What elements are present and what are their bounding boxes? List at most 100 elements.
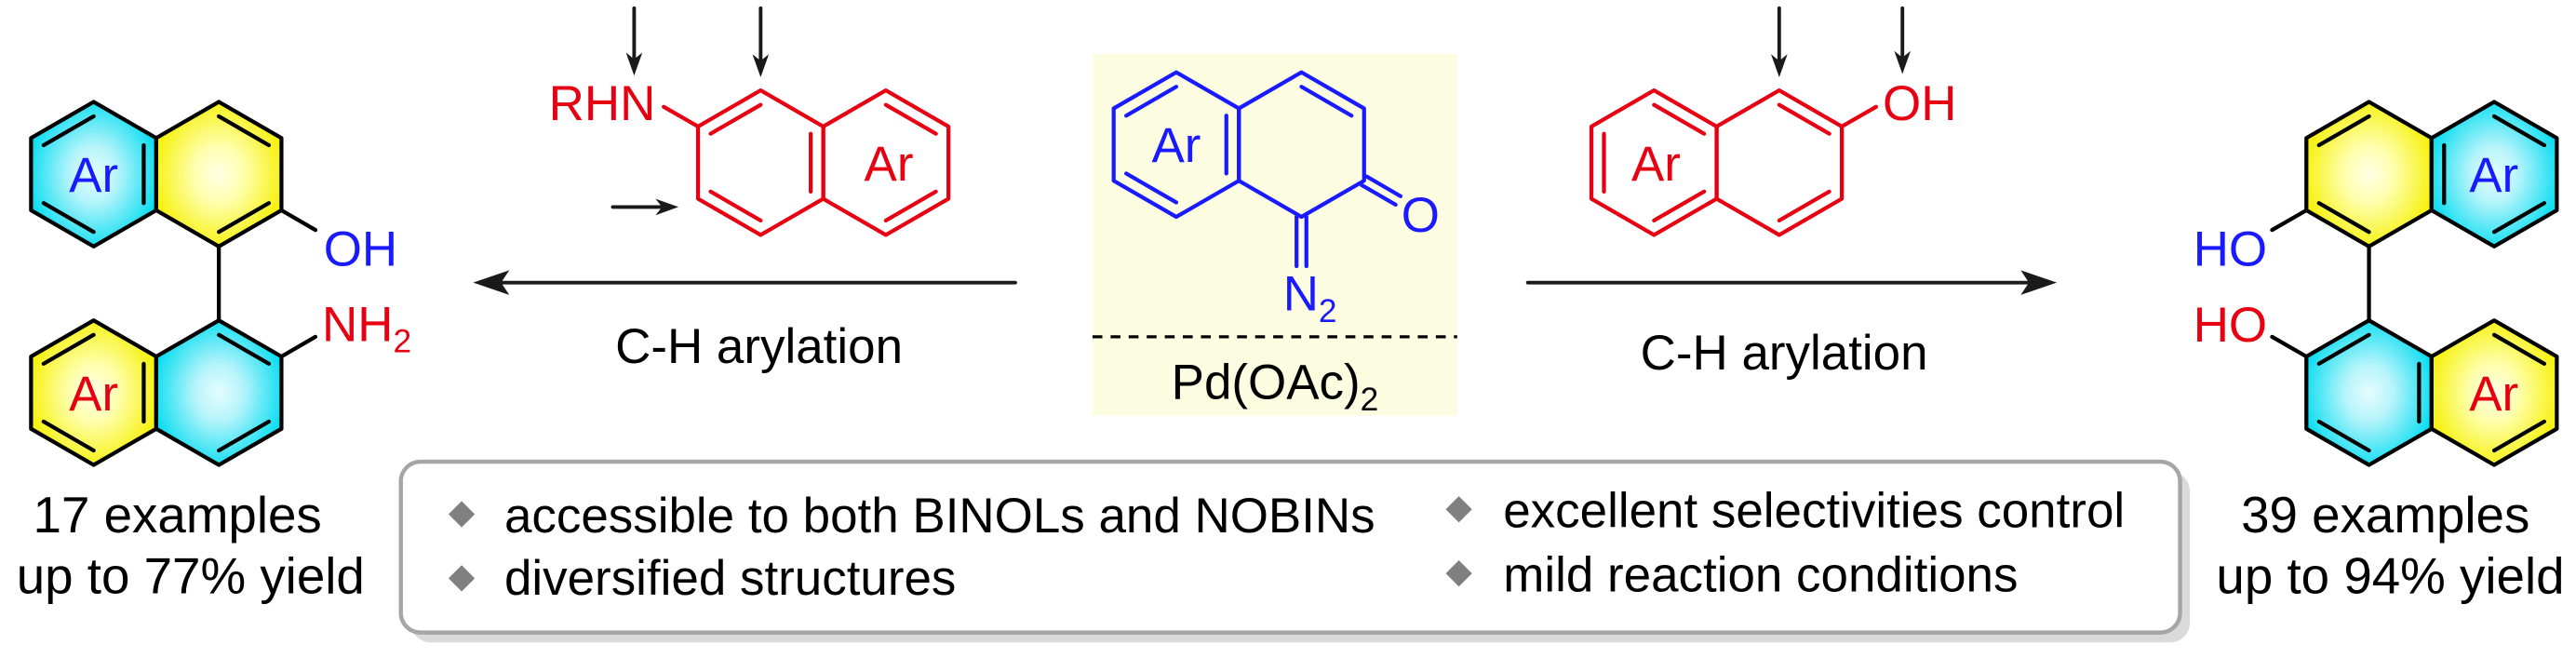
amine-label: RHN	[549, 76, 656, 131]
left-arrow-label: C-H arylation	[615, 319, 903, 374]
binol-upper-phenol-ring	[2304, 100, 2434, 248]
catalyst-panel-background	[1092, 54, 1457, 416]
ring-double-bond-line	[41, 332, 96, 366]
site-arrow-head	[1770, 54, 1788, 77]
nobin-amino-label: NH2	[322, 297, 411, 359]
diazo-n2-label: N2	[1283, 267, 1337, 329]
highlights-box: accessible to both BINOLs and NOBINs div…	[398, 459, 2191, 643]
ring-double-bond-line	[1124, 85, 1179, 118]
binol-lower-oh-bond	[2270, 334, 2309, 359]
diazo-subscript: 2	[1319, 293, 1337, 329]
nobin-lower-ar-label: Ar	[69, 367, 118, 422]
catalyst-subscript: 2	[1361, 382, 1379, 418]
amine-reagent-ar-label: Ar	[865, 137, 914, 192]
binol-examples-count: 39 examples	[2241, 486, 2529, 544]
ring-double-bond-line	[1652, 189, 1707, 223]
ring-double-bond-line	[217, 419, 272, 453]
ring-double-bond-line	[2316, 114, 2371, 148]
binol-lower-phenol-ring	[2304, 318, 2434, 467]
highlight-item: mild reaction conditions	[1503, 548, 2018, 603]
naphthol-ar-label: Ar	[1631, 137, 1681, 192]
binol-lower-ar-label: Ar	[2469, 367, 2518, 422]
nobin-product: Ar Ar OH NH2 17 examples up to 77% yield	[17, 100, 411, 604]
binol-yield: up to 94% yield	[2216, 546, 2564, 604]
amine-reagent: RHN Ar	[549, 6, 951, 237]
ring-double-bond-line	[1124, 171, 1179, 205]
diazo-ar-label: Ar	[1151, 118, 1201, 173]
carbonyl-bond-line	[1364, 174, 1403, 198]
ring-double-bond-line	[1777, 189, 1831, 223]
amine-n-bond	[662, 104, 701, 129]
catalyst-main: Pd(OAc)	[1172, 355, 1361, 410]
right-arrow-label: C-H arylation	[1641, 326, 1928, 381]
ring-double-bond-line	[217, 114, 272, 148]
naphthol-hydroxyl-label: OH	[1883, 76, 1956, 131]
ring-double-bond-line	[883, 102, 938, 136]
carbonyl-oxygen-label: O	[1402, 188, 1440, 243]
bullet-diamond-icon	[1445, 496, 1472, 523]
ring-double-bond-line	[2491, 419, 2547, 453]
site-arrow-head	[625, 52, 643, 76]
catalyst-label: Pd(OAc)2	[1172, 355, 1379, 417]
ring-double-bond-line	[2491, 114, 2547, 148]
nobin-hydroxyl-label: OH	[324, 222, 397, 276]
binol-upper-ar-label: Ar	[2469, 148, 2518, 203]
ring-double-bond-line	[2491, 201, 2547, 235]
ring-double-bond-line	[1777, 102, 1831, 136]
diazo-quinone-ring	[1237, 70, 1366, 220]
site-arrow-oh	[1894, 6, 1912, 74]
nobin-yield: up to 77% yield	[17, 546, 365, 604]
diazo-main: N	[1283, 267, 1319, 322]
diazo-reagent-panel: Ar O N2 Pd(OAc)2	[1092, 54, 1457, 418]
nobin-lower-aniline-ring	[154, 318, 284, 467]
site-arrow-head	[655, 198, 679, 216]
binol-upper-hydroxyl-label: HO	[2194, 222, 2267, 276]
site-arrow-c1	[1770, 6, 1788, 77]
nobin-upper-ar-label: Ar	[69, 148, 118, 203]
amine-reagent-ar-ring	[821, 87, 951, 237]
naphthol-oh-bond	[1839, 104, 1879, 129]
site-arrow-c3	[610, 198, 679, 216]
nobin-examples-count: 17 examples	[34, 486, 322, 544]
naphthol-hydroxy-ring	[1714, 87, 1845, 237]
site-arrow-head	[1894, 50, 1912, 74]
ring-double-bond-line	[41, 201, 96, 235]
highlight-item: accessible to both BINOLs and NOBINs	[504, 489, 1375, 544]
right-arrow-head	[2020, 270, 2058, 295]
ring-double-bond-line	[708, 102, 763, 136]
nobin-upper-phenol-ring	[154, 100, 284, 248]
left-arrow-head	[473, 270, 510, 295]
bullet-diamond-icon	[448, 565, 476, 592]
left-reaction-arrow: C-H arylation	[473, 270, 1017, 374]
site-arrow-c1	[752, 6, 770, 77]
ring-double-bond-line	[2316, 419, 2371, 453]
ring-double-bond-line	[2316, 201, 2371, 235]
bullet-diamond-icon	[448, 501, 476, 528]
naphthol-reagent: Ar OH	[1589, 6, 1956, 237]
ring-double-bond-line	[1299, 85, 1354, 118]
amine-reagent-amino-ring	[695, 87, 825, 237]
binol-lower-hydroxyl-label: HO	[2194, 298, 2267, 353]
binol-product: Ar Ar HO HO 39 examples up to 94% yield	[2194, 100, 2565, 604]
carbonyl-bond-line	[1359, 182, 1398, 208]
binol-lower-ar-ring	[2429, 318, 2559, 467]
site-arrow-head	[752, 54, 770, 77]
ring-double-bond-line	[41, 419, 96, 453]
amino-subscript: 2	[393, 324, 411, 360]
ring-double-bond-line	[217, 332, 272, 366]
nobin-nh2-bond	[279, 334, 318, 359]
nobin-oh-bond	[279, 208, 318, 233]
ring-double-bond-line	[2491, 332, 2547, 366]
highlight-item: diversified structures	[504, 551, 956, 606]
ring-double-bond-line	[1652, 102, 1707, 136]
ring-double-bond-line	[217, 201, 272, 235]
binol-upper-oh-bond	[2270, 208, 2309, 233]
ring-double-bond-line	[2316, 332, 2371, 366]
highlight-item: excellent selectivities control	[1503, 484, 2125, 539]
ring-double-bond-line	[883, 189, 938, 223]
right-reaction-arrow: C-H arylation	[1525, 270, 2058, 381]
amino-main: NH	[322, 297, 393, 352]
binol-upper-ar-ring	[2429, 100, 2559, 248]
highlights-box-frame	[398, 459, 2182, 635]
